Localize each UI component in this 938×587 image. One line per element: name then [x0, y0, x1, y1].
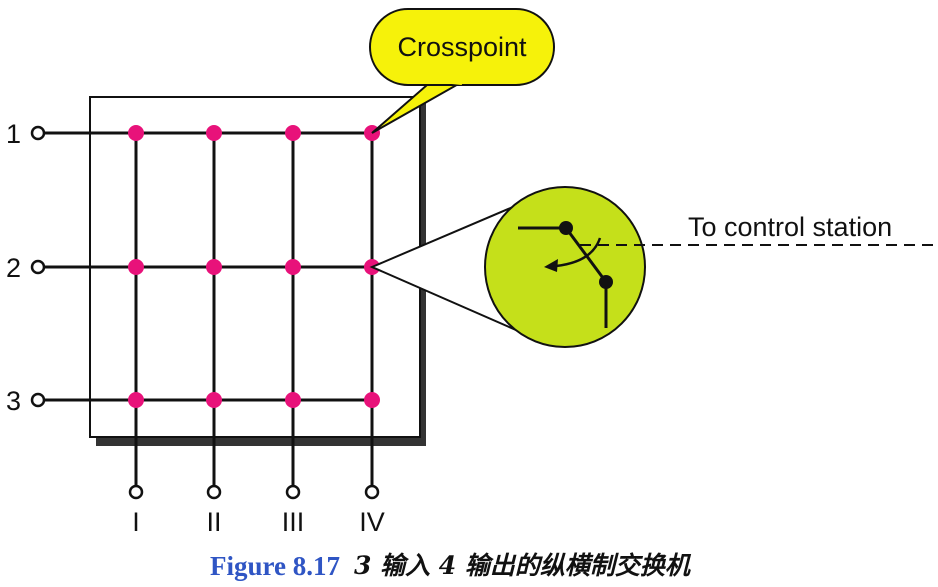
input-label-2: 2 — [6, 253, 21, 283]
callout-joint — [431, 78, 463, 85]
figure-caption: Figure 8.17 3 输入 4 输出的纵横制交换机 — [210, 551, 692, 581]
crosspoint-callout: Crosspoint — [369, 8, 555, 134]
input-terminal-2 — [30, 259, 46, 275]
input-label-1: 1 — [6, 119, 21, 149]
crosspoint-dot — [206, 125, 222, 141]
crosspoint-dot — [285, 392, 301, 408]
caption-figure-number: Figure 8.17 — [210, 551, 340, 581]
output-label-IV: IV — [359, 507, 385, 537]
switch-pivot-dot — [559, 221, 573, 235]
output-label-II: II — [206, 507, 221, 537]
callout-label: Crosspoint — [397, 32, 527, 62]
output-label-III: III — [282, 507, 305, 537]
input-label-3: 3 — [6, 386, 21, 416]
switch-detail: To control station — [369, 186, 935, 348]
crosspoint-dot — [128, 259, 144, 275]
output-label-I: I — [132, 507, 140, 537]
crosspoint-dot — [364, 392, 380, 408]
output-terminal-IV — [364, 484, 380, 500]
switch-contact-dot — [599, 275, 613, 289]
input-terminal-1 — [30, 125, 46, 141]
switch-motion-arrow — [555, 237, 602, 268]
control-station-label: To control station — [688, 212, 892, 242]
output-terminal-I — [128, 484, 144, 500]
crosspoint-dot — [285, 125, 301, 141]
crosspoint-dot — [206, 392, 222, 408]
crosspoint-dot — [206, 259, 222, 275]
crosspoint-dot — [285, 259, 301, 275]
crosspoint-dot — [128, 392, 144, 408]
output-terminal-II — [206, 484, 222, 500]
caption-text: 3 输入 4 输出的纵横制交换机 — [354, 551, 692, 580]
output-terminal-III — [285, 484, 301, 500]
crosspoint-dot — [128, 125, 144, 141]
switch-arrowhead — [544, 259, 558, 272]
callout-bubble — [369, 8, 555, 86]
input-terminal-3 — [30, 392, 46, 408]
switch-magnifier — [484, 186, 646, 348]
